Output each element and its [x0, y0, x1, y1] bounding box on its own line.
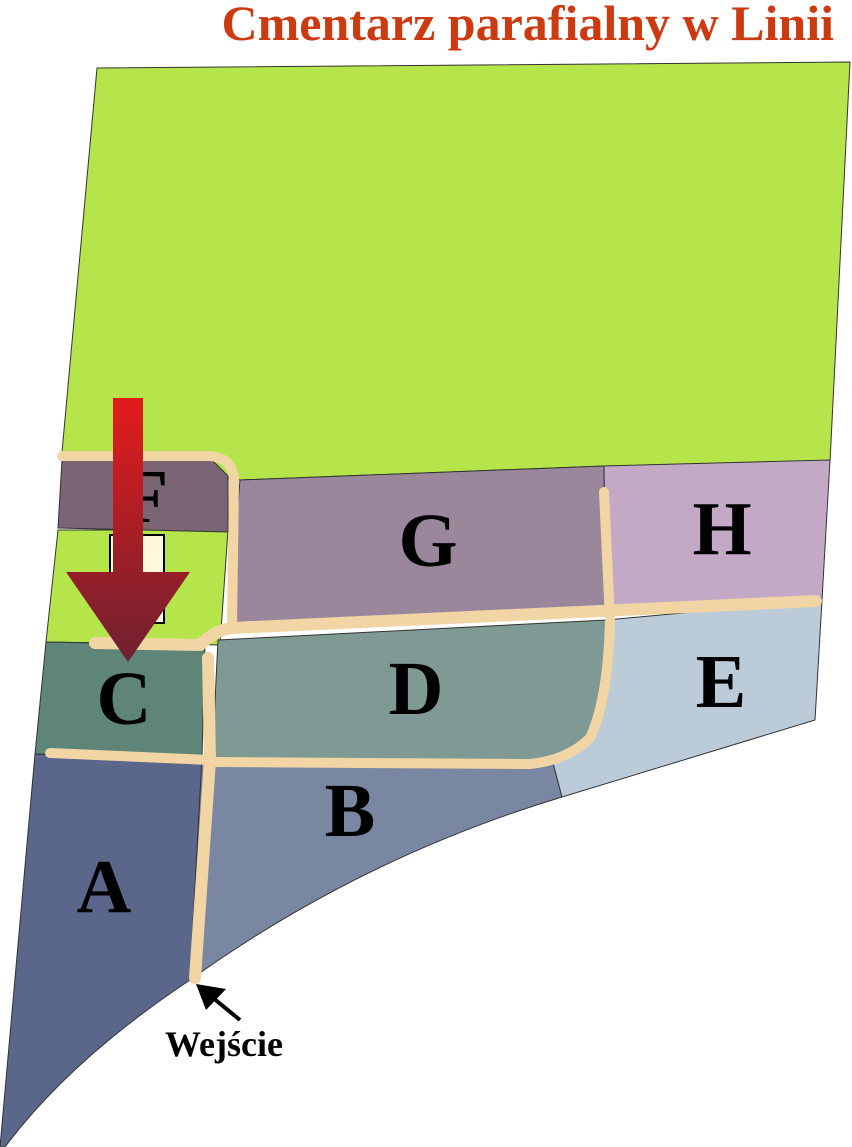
- road-right-vertical: [205, 487, 615, 769]
- black-arrow-icon: [196, 984, 242, 1022]
- sector-label-H: H: [692, 487, 751, 571]
- entrance-label: Wejście: [165, 1024, 283, 1064]
- roads: [45, 451, 822, 984]
- sector-label-D: D: [389, 647, 444, 731]
- sector-label-A: A: [77, 845, 132, 929]
- sector-B[interactable]: [189, 757, 563, 982]
- red-down-arrow-icon: [66, 398, 190, 662]
- sector-label-C: C: [97, 657, 152, 741]
- map-title: Cmentarz parafialny w Linii: [222, 0, 835, 51]
- sector-label-G: G: [398, 499, 457, 583]
- road-top-left: [57, 451, 239, 630]
- road-main-horizontal: [89, 595, 822, 651]
- road-c-lower: [45, 748, 215, 765]
- sector-label-E: E: [696, 640, 747, 724]
- road-entrance-vertical: [189, 652, 216, 984]
- green-area: [61, 61, 851, 481]
- sector-A[interactable]: [0, 753, 203, 1147]
- sector-label-B: B: [325, 769, 376, 853]
